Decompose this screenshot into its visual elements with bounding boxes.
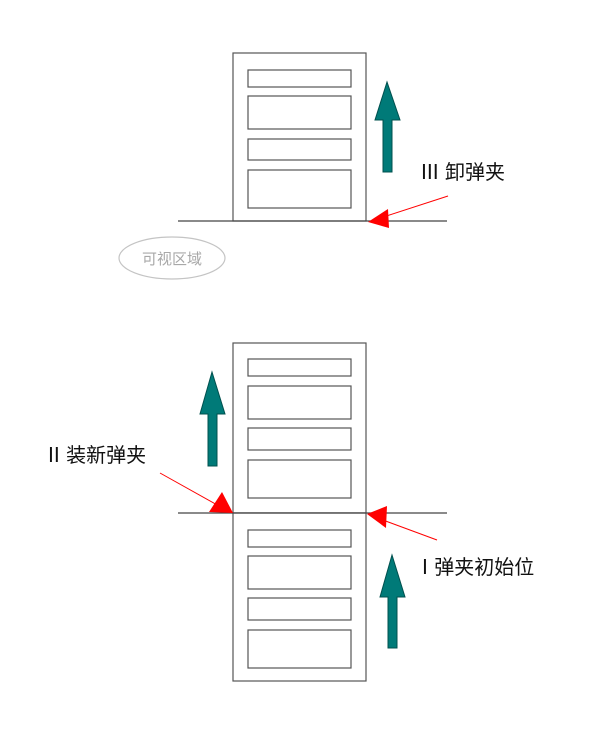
label-unload: III 卸弹夹 bbox=[421, 160, 505, 184]
visible-area-badge: 可视区域 bbox=[118, 236, 226, 280]
pointer-initial bbox=[367, 506, 438, 541]
up-arrow-icon bbox=[374, 80, 401, 173]
magazine-unload bbox=[232, 52, 367, 222]
label-initial: I 弹夹初始位 bbox=[422, 555, 534, 579]
pointer-unload bbox=[368, 195, 449, 228]
up-arrow-icon bbox=[199, 370, 226, 467]
magazine-new bbox=[232, 342, 367, 514]
magazine-initial bbox=[232, 512, 367, 682]
up-arrow-icon bbox=[379, 553, 406, 649]
pointer-load-new bbox=[159, 472, 233, 513]
label-load-new: II 装新弹夹 bbox=[48, 443, 146, 467]
label-visible-area: 可视区域 bbox=[142, 250, 202, 268]
